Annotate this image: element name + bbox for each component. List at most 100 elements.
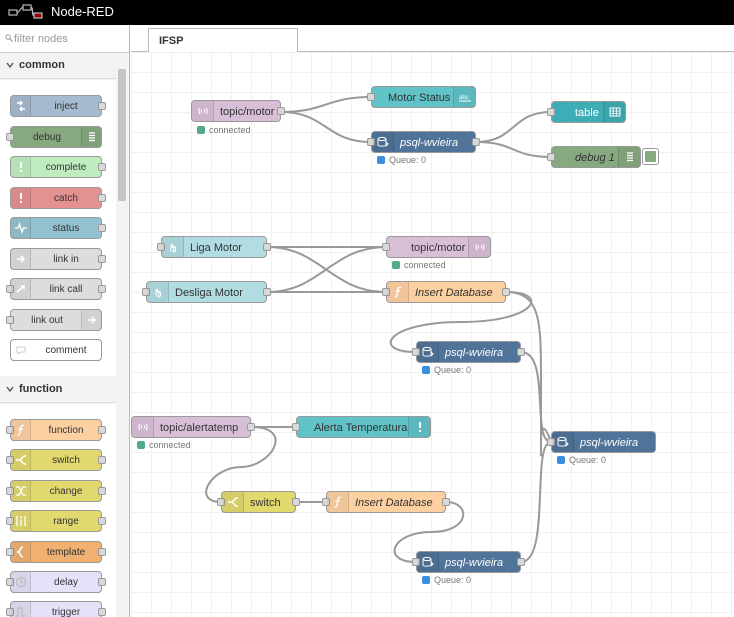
flow-node-desliga-motor[interactable]: Desliga Motor — [142, 281, 271, 303]
input-port[interactable] — [547, 438, 555, 446]
palette-node-trigger[interactable]: trigger — [6, 601, 106, 617]
tab-ifsp[interactable]: IFSP — [148, 28, 298, 53]
svg-text:abc: abc — [459, 95, 469, 101]
output-port[interactable] — [517, 558, 525, 566]
flow-node-label: topic/alertatemp — [160, 422, 239, 434]
chevron-down-icon — [6, 386, 14, 393]
palette-node-delay[interactable]: delay — [6, 571, 106, 593]
flow-node-switch[interactable]: switch — [217, 491, 300, 513]
category-header-function[interactable]: function — [0, 377, 116, 403]
input-port[interactable] — [322, 498, 330, 506]
input-port[interactable] — [412, 558, 420, 566]
filter-nodes-input[interactable] — [14, 31, 124, 47]
input-port[interactable] — [382, 288, 390, 296]
input-port[interactable] — [217, 498, 225, 506]
flow-node-psql-wvieira-1[interactable]: psql-wvieira — [367, 131, 480, 153]
flow-node-insert-database-2[interactable]: Insert Database — [322, 491, 450, 513]
palette-node-debug[interactable]: debug — [6, 126, 102, 148]
palette-node-template[interactable]: template — [6, 541, 106, 563]
range-icon — [11, 511, 31, 531]
flow-node-motor-status[interactable]: Motor Status abc — [367, 86, 476, 108]
database-icon — [417, 342, 439, 362]
palette-node-link-call[interactable]: link call — [6, 278, 106, 300]
output-port[interactable] — [517, 348, 525, 356]
palette-node-comment[interactable]: comment — [10, 339, 102, 361]
output-port — [98, 456, 106, 464]
debug-icon — [81, 127, 101, 147]
output-port[interactable] — [263, 288, 271, 296]
flow-node-mqtt-out-topic-motor[interactable]: topic/motor — [382, 236, 491, 258]
input-port[interactable] — [367, 138, 375, 146]
input-port[interactable] — [382, 243, 390, 251]
debug-toggle-button[interactable] — [642, 148, 659, 165]
palette-node-complete[interactable]: complete — [10, 156, 106, 178]
output-port[interactable] — [292, 498, 300, 506]
flow-node-label: debug 1 — [575, 152, 615, 164]
delay-icon — [11, 572, 31, 592]
input-port — [6, 578, 14, 586]
flow-node-liga-motor[interactable]: Liga Motor — [157, 236, 271, 258]
input-port[interactable] — [367, 93, 375, 101]
palette-node-inject[interactable]: inject — [10, 95, 106, 117]
tab-label: IFSP — [159, 35, 184, 47]
status-dot — [137, 441, 145, 449]
flow-node-debug-1[interactable]: debug 1 — [547, 146, 641, 168]
input-port[interactable] — [292, 423, 300, 431]
flow-node-label: psql-wvieira — [580, 437, 639, 449]
status-text: Queue: 0 — [434, 575, 472, 585]
input-port[interactable] — [157, 243, 165, 251]
palette-node-link-in[interactable]: link in — [10, 248, 106, 270]
palette-node-link-out[interactable]: link out — [6, 309, 102, 331]
flow-node-psql-wvieira-3[interactable]: psql-wvieira — [547, 431, 656, 453]
palette-node-function[interactable]: function — [6, 419, 106, 441]
palette-node-change[interactable]: change — [6, 480, 106, 502]
output-port — [98, 517, 106, 525]
output-port — [98, 608, 106, 616]
status-text: connected — [209, 125, 251, 135]
input-port — [6, 285, 14, 293]
category-header-common[interactable]: common — [0, 53, 116, 79]
output-port[interactable] — [502, 288, 510, 296]
trigger-icon — [11, 602, 31, 617]
flow-node-psql-wvieira-2[interactable]: psql-wvieira — [412, 341, 525, 363]
flow-node-label: table — [575, 107, 599, 119]
database-icon — [552, 432, 574, 452]
flow-node-table[interactable]: table — [547, 101, 626, 123]
palette-scrollbar-track[interactable] — [117, 65, 127, 617]
function-icon — [387, 282, 409, 302]
flow-node-insert-database-1[interactable]: Insert Database — [382, 281, 510, 303]
flow-node-mqtt-in-topic-alertatemp[interactable]: topic/alertatemp — [131, 416, 255, 438]
palette-node-label: function — [48, 425, 84, 436]
output-port — [98, 285, 106, 293]
input-port[interactable] — [142, 288, 150, 296]
flow-node-alerta-temperatura[interactable]: Alerta Temperatura — [292, 416, 431, 438]
wire — [389, 291, 533, 353]
flow-node-label: Alerta Temperatura — [314, 422, 408, 434]
output-port[interactable] — [472, 138, 480, 146]
palette-node-range[interactable]: range — [6, 510, 106, 532]
flow-canvas[interactable]: topic/motor connected Motor Status abc p… — [131, 52, 734, 617]
palette-node-label: comment — [45, 345, 87, 356]
output-port — [98, 255, 106, 263]
palette-node-label: link in — [53, 254, 79, 265]
mqtt-icon — [192, 101, 214, 121]
flow-node-mqtt-in-topic-motor[interactable]: topic/motor — [191, 100, 285, 122]
palette-node-catch[interactable]: catch — [10, 187, 106, 209]
palette-node-switch[interactable]: switch — [6, 449, 106, 471]
status-icon — [11, 218, 31, 238]
input-port[interactable] — [547, 108, 555, 116]
output-port[interactable] — [442, 498, 450, 506]
input-port — [6, 426, 14, 434]
node-status-connected: connected — [392, 260, 446, 270]
input-port — [6, 548, 14, 556]
output-port[interactable] — [277, 107, 285, 115]
palette-node-status[interactable]: status — [10, 217, 106, 239]
palette-scrollbar-thumb[interactable] — [118, 69, 126, 201]
output-port[interactable] — [247, 423, 255, 431]
wire — [520, 351, 552, 443]
output-port[interactable] — [263, 243, 271, 251]
wire — [520, 441, 552, 563]
input-port[interactable] — [547, 153, 555, 161]
input-port[interactable] — [412, 348, 420, 356]
flow-node-psql-wvieira-4[interactable]: psql-wvieira — [412, 551, 525, 573]
